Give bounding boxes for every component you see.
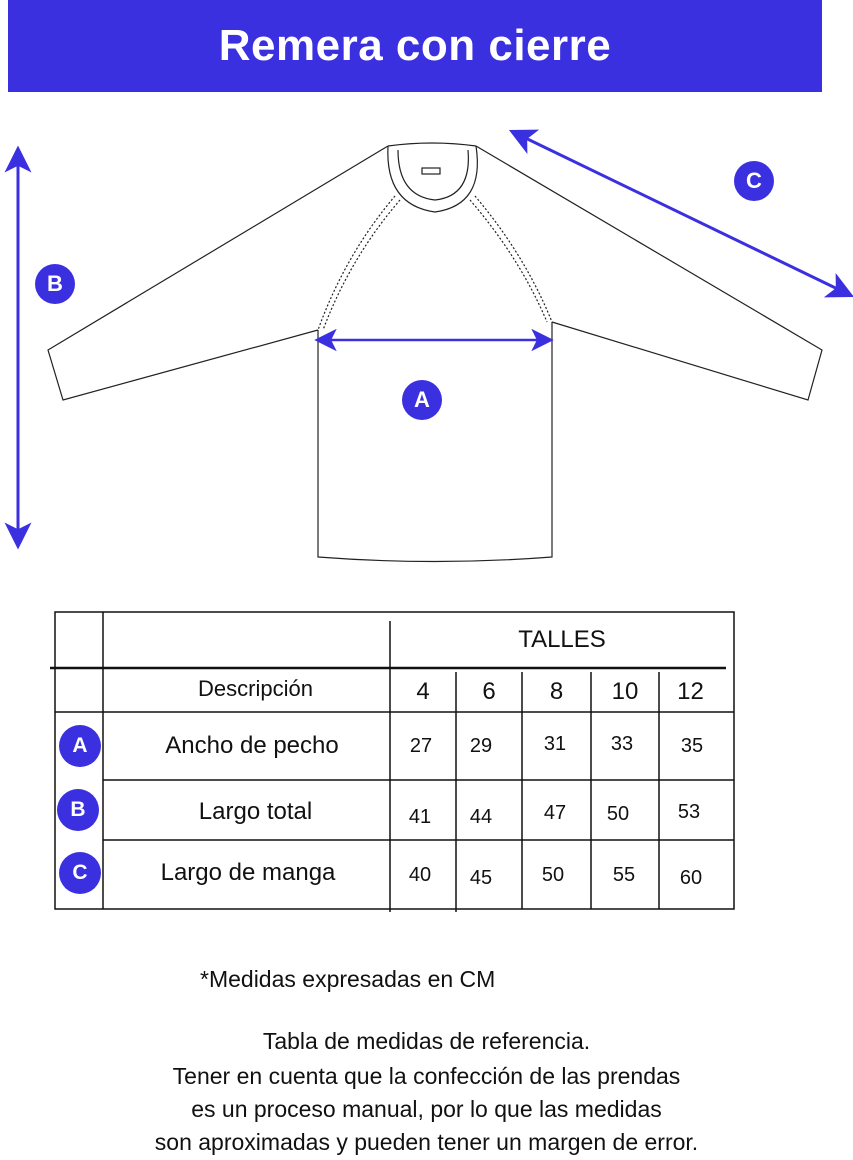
label-badge-c: C <box>734 161 774 201</box>
table-cell: 31 <box>543 732 567 755</box>
row-badge-b: B <box>57 789 99 831</box>
disclaimer-line-3: es un proceso manual, por lo que las med… <box>191 1096 662 1122</box>
table-cell: 55 <box>612 863 636 886</box>
table-cell: 45 <box>469 866 493 889</box>
table-cell: 41 <box>408 805 432 828</box>
disclaimer-line-2: Tener en cuenta que la confección de las… <box>172 1063 681 1089</box>
table-cell: 47 <box>543 801 567 824</box>
table-cell: 44 <box>469 805 493 828</box>
size-header-12: 12 <box>677 678 704 705</box>
disclaimer-line-4: son aproximadas y pueden tener un margen… <box>154 1129 699 1155</box>
table-cell: 50 <box>541 863 565 886</box>
size-header-4: 4 <box>416 678 430 705</box>
table-cell: 50 <box>606 802 630 825</box>
size-header-10: 10 <box>611 678 639 705</box>
table-cell: 35 <box>680 734 704 757</box>
row-label-largo-total: Largo total <box>198 798 313 825</box>
row-label-ancho-de-pecho: Ancho de pecho <box>165 732 339 759</box>
shirt-outline <box>47 142 823 563</box>
row-badge-a: A <box>59 725 101 767</box>
size-header-6: 6 <box>482 678 496 705</box>
row-label-largo-de-manga: Largo de manga <box>160 859 336 886</box>
table-cell: 40 <box>408 863 432 886</box>
talles-header: TALLES <box>518 626 606 653</box>
units-note: *Medidas expresadas en CM <box>200 966 496 992</box>
row-badge-c: C <box>59 852 101 894</box>
table-cell: 53 <box>677 800 701 823</box>
table-cell: 27 <box>409 734 433 757</box>
table-cell: 33 <box>610 732 634 755</box>
size-header-8: 8 <box>549 678 564 705</box>
table-cell: 29 <box>469 734 493 757</box>
size-table-grid <box>50 611 735 912</box>
table-cell: 60 <box>679 866 703 889</box>
label-badge-b: B <box>35 264 75 304</box>
garment-diagram <box>4 129 853 563</box>
description-header: Descripción <box>198 676 313 701</box>
label-badge-a: A <box>402 380 442 420</box>
page-title: Remera con cierre <box>218 21 612 70</box>
disclaimer-line-1: Tabla de medidas de referencia. <box>262 1028 591 1054</box>
measure-arrow-c <box>508 129 853 298</box>
title-banner: Remera con cierre <box>8 0 822 92</box>
